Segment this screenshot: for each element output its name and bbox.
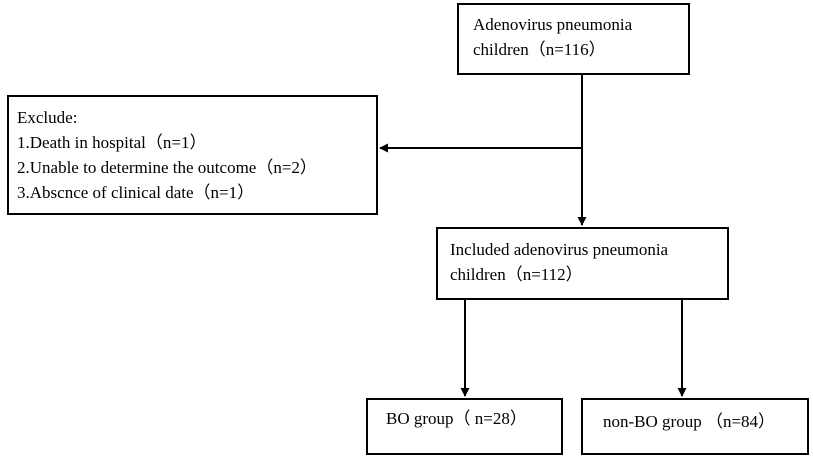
bo-group-box: BO group（ n=28）	[366, 398, 563, 455]
non-bo-group-box: non-BO group （n=84）	[581, 398, 809, 455]
exclusion-item: 2.Unable to determine the outcome（n=2）	[17, 158, 317, 177]
adenovirus-pneumonia-box: Adenovirus pneumonia children（n=116）	[457, 3, 690, 75]
box-text-line: non-BO group （n=84）	[603, 412, 776, 431]
exclusion-item: 3.Abscnce of clinical date（n=1）	[17, 183, 255, 202]
box-text-line: children（n=112）	[450, 265, 583, 284]
box-text-line: BO group（ n=28）	[386, 409, 527, 428]
box-text-line: Adenovirus pneumonia	[473, 15, 633, 34]
exclusion-item: 1.Death in hospital（n=1）	[17, 133, 207, 152]
box-text-line: Included adenovirus pneumonia	[450, 240, 669, 259]
box-text-line: children（n=116）	[473, 40, 606, 59]
exclusion-heading: Exclude:	[17, 108, 78, 127]
exclusion-box: Exclude: 1.Death in hospital（n=1） 2.Unab…	[7, 95, 378, 215]
included-children-box: Included adenovirus pneumonia children（n…	[436, 227, 729, 300]
